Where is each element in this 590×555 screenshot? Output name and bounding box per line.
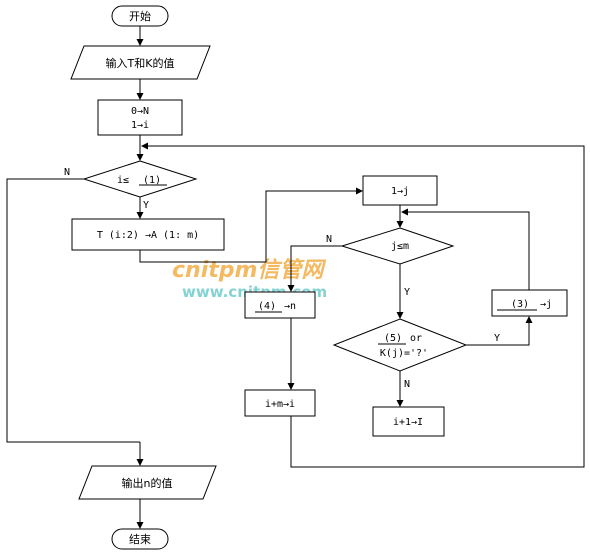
arrow-k-y xyxy=(466,316,533,346)
blank-5: (5) xyxy=(384,333,402,344)
input-label: 输入T和K的值 xyxy=(106,56,175,70)
label-n-left: N xyxy=(64,167,70,178)
label-y-j: Y xyxy=(404,287,410,298)
assign-n-box xyxy=(244,291,316,319)
end-label: 结束 xyxy=(129,533,151,546)
arrow-to-set-j xyxy=(139,187,363,263)
inc-big-i-label: i+1→I xyxy=(393,417,423,428)
arrow-n-exit xyxy=(6,178,140,443)
assign-t-box xyxy=(71,218,225,251)
assign-t-label: T (i:2) →A (1: m) xyxy=(97,230,199,241)
inc-i-label: i+m→i xyxy=(265,399,295,410)
assign-n-label: →n xyxy=(284,301,296,312)
assign-j-label: →j xyxy=(540,299,552,310)
set-j-box xyxy=(362,175,438,206)
decision-i xyxy=(82,160,198,198)
start-label: 开始 xyxy=(129,9,151,23)
label-n-k: N xyxy=(404,379,410,390)
blank-4: (4) xyxy=(258,301,276,312)
arrow-j-n xyxy=(287,245,342,292)
label-y-i: Y xyxy=(143,200,149,211)
init-line-2: 1→i xyxy=(131,120,149,131)
decision-k xyxy=(332,318,468,372)
watermark-brand: cnitpm信管网 xyxy=(172,257,326,283)
blank-1: (1) xyxy=(143,175,161,186)
label-n-j: N xyxy=(326,234,332,245)
decision-i-label: i≤ xyxy=(117,175,129,186)
blank-3: (3) xyxy=(511,299,529,310)
assign-j-box xyxy=(491,289,568,317)
set-j-label: 1→j xyxy=(391,186,409,197)
inc-i-box xyxy=(244,389,316,417)
output-box xyxy=(78,465,217,500)
input-box xyxy=(70,45,211,80)
arrow-loop-outer xyxy=(141,142,585,468)
label-y-k: Y xyxy=(494,333,500,344)
init-line-1: 0→N xyxy=(131,106,149,117)
end-terminal xyxy=(111,528,169,550)
decision-k-label: K(j)='?' xyxy=(380,348,428,359)
decision-j-label: j≤m xyxy=(391,241,409,252)
or-label: or xyxy=(410,333,422,344)
output-label: 输出n的值 xyxy=(122,476,173,490)
inc-big-i-box xyxy=(372,406,445,437)
arrow-loop-inner xyxy=(401,208,530,290)
